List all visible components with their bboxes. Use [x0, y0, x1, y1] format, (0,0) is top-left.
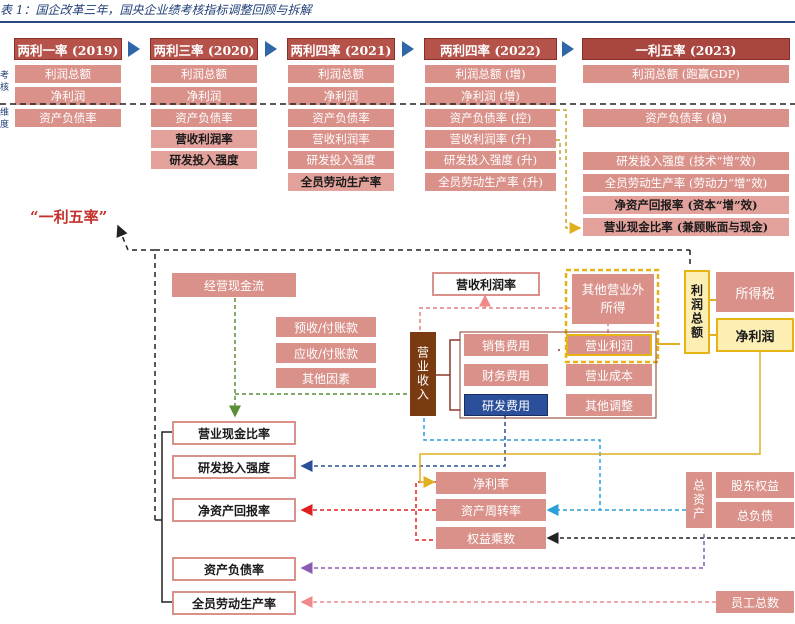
total-profit-box: 利润总额	[684, 270, 710, 354]
target-rd-intensity: 研发投入强度	[172, 455, 296, 479]
employee-count-box: 员工总数	[716, 591, 794, 613]
timeline-header-2019: 两利一率 (2019)	[14, 38, 122, 60]
target-roe: 净资产回报率	[172, 498, 296, 522]
metric-cell-new: 净资产回报率 (资本“增”效)	[582, 195, 790, 215]
timeline-arrow-icon	[562, 41, 574, 57]
timeline-arrow-icon	[128, 41, 140, 57]
metric-cell: 资产负债率	[150, 108, 258, 128]
timeline-arrow-icon	[402, 41, 414, 57]
rd-expense-item: 研发费用	[464, 394, 548, 416]
metric-cell: 资产负债率 (控)	[424, 108, 557, 128]
metric-cell: 资产负债率	[14, 108, 122, 128]
expense-item: 财务费用	[464, 364, 548, 386]
receivable-item: 其他因素	[276, 368, 376, 388]
metric-cell: 净利润	[287, 86, 395, 106]
metric-cell-new: 研发投入强度	[150, 150, 258, 170]
operating-cash-flow-box: 经营现金流	[172, 273, 296, 297]
metric-cell: 净利润	[14, 86, 122, 106]
revenue-margin-box: 营收利润率	[432, 272, 540, 296]
operating-profit-item: 营业利润	[566, 334, 652, 356]
other-operating-income-box: 其他营业外所得	[572, 274, 654, 324]
caption-divider	[0, 21, 795, 23]
asset-turnover-box: 资产周转率	[436, 499, 546, 521]
expense-item: 销售费用	[464, 334, 548, 356]
metric-cell: 研发投入强度	[287, 150, 395, 170]
timeline-arrow-icon	[265, 41, 277, 57]
metric-cell: 全员劳动生产率 (劳动力“增”效)	[582, 173, 790, 193]
metric-cell: 全员劳动生产率 (升)	[424, 172, 557, 192]
timeline-header-2020: 两利三率 (2020)	[150, 38, 258, 60]
metric-cell: 利润总额	[287, 64, 395, 84]
metric-cell: 营收利润率 (升)	[424, 129, 557, 149]
net-margin-box: 净利率	[436, 472, 546, 494]
target-debt-ratio: 资产负债率	[172, 557, 296, 581]
side-label-2: 核	[0, 83, 10, 93]
equity-multiplier-box: 权益乘数	[436, 527, 546, 549]
side-label-1: 考	[0, 71, 10, 81]
equity-box: 股东权益	[716, 472, 794, 498]
operating-cost-item: 营业成本	[566, 364, 652, 386]
total-liabilities-box: 总负债	[716, 502, 794, 528]
target-operating-cash-ratio: 营业现金比率	[172, 421, 296, 445]
slogan-label: “一利五率”	[30, 208, 108, 226]
side-label-5: 维	[0, 108, 10, 118]
receivable-item: 应收/付账款	[276, 343, 376, 363]
metric-cell-new: 营收利润率	[150, 129, 258, 149]
timeline-header-2022: 两利四率 (2022)	[424, 38, 557, 60]
metric-cell: 资产负债率	[287, 108, 395, 128]
metric-cell-new: 全员劳动生产率	[287, 172, 395, 192]
metric-cell: 利润总额	[150, 64, 258, 84]
metric-cell: 利润总额 (跑赢GDP)	[582, 64, 790, 84]
metric-cell: 营收利润率	[287, 129, 395, 149]
metric-cell: 利润总额	[14, 64, 122, 84]
metric-cell-new: 营业现金比率 (兼顾账面与现金)	[582, 217, 790, 237]
receivable-item: 预收/付账款	[276, 317, 376, 337]
figure-caption: 表 1：国企改革三年，国央企业绩考核指标调整回顾与拆解	[0, 3, 312, 17]
metric-cell: 资产负债率 (稳)	[582, 108, 790, 128]
metric-cell: 净利润 (增)	[424, 86, 557, 106]
revenue-box: 营业收入	[410, 332, 436, 416]
side-label-6: 度	[0, 120, 10, 130]
income-tax-box: 所得税	[716, 272, 794, 312]
metric-cell: 利润总额 (增)	[424, 64, 557, 84]
other-adjustment-item: 其他调整	[566, 394, 652, 416]
metric-cell: 研发投入强度 (升)	[424, 150, 557, 170]
timeline-header-2021: 两利四率 (2021)	[287, 38, 395, 60]
metric-cell: 净利润	[150, 86, 258, 106]
target-labor-productivity: 全员劳动生产率	[172, 591, 296, 615]
metric-cell: 研发投入强度 (技术“增”效)	[582, 151, 790, 171]
timeline-header-2023: 一利五率 (2023)	[582, 38, 790, 60]
net-profit-box: 净利润	[716, 318, 794, 352]
total-assets-box: 总资产	[686, 472, 712, 528]
